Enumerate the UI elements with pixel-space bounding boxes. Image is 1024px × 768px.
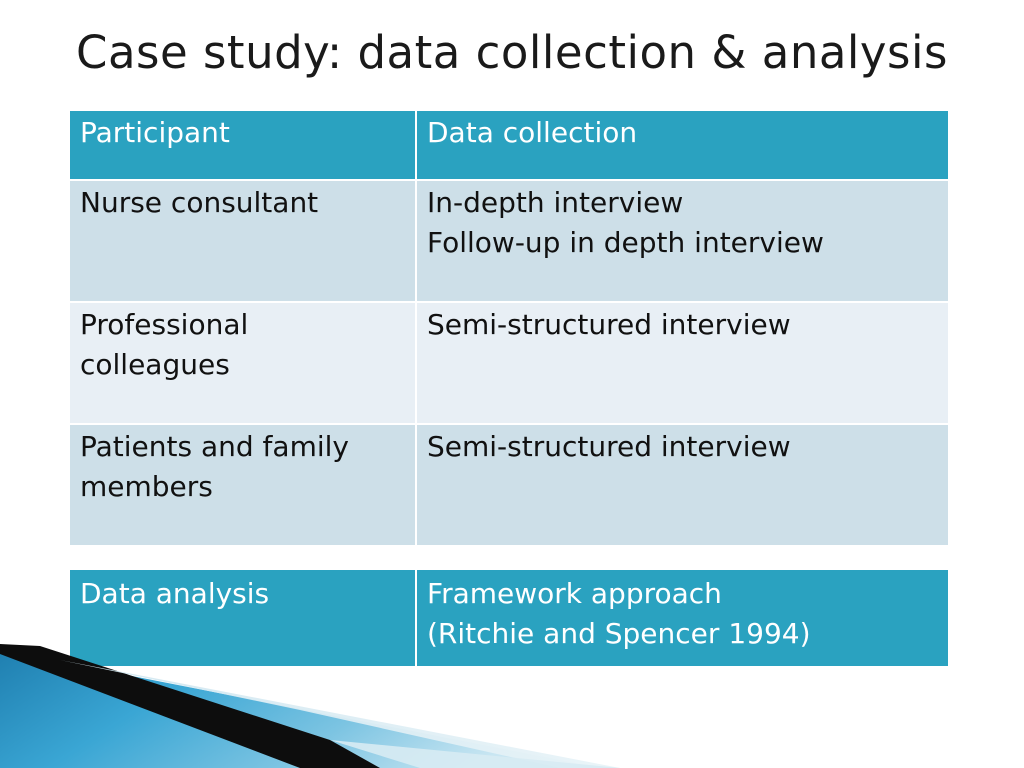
slide-title: Case study: data collection & analysis (76, 26, 948, 79)
analysis-value-line: (Ritchie and Spencer 1994) (427, 617, 811, 650)
collection-line: Semi-structured interview (427, 308, 791, 341)
participant-line: colleagues (80, 348, 230, 381)
analysis-value-cell: Framework approach (Ritchie and Spencer … (415, 568, 950, 668)
analysis-label: Data analysis (68, 568, 417, 668)
header-participant: Participant (68, 109, 417, 181)
table-row: Professional colleagues Semi-structured … (68, 301, 950, 425)
collection-line: Semi-structured interview (427, 430, 791, 463)
analysis-table: Data analysis Framework approach (Ritchi… (68, 568, 950, 668)
participant-cell: Professional colleagues (68, 301, 417, 425)
participant-line: Nurse consultant (80, 186, 319, 219)
participant-cell: Nurse consultant (68, 179, 417, 303)
table-header-row: Participant Data collection (68, 109, 950, 181)
participant-line: Professional (80, 308, 249, 341)
table-row: Patients and family members Semi-structu… (68, 423, 950, 547)
collection-line: In-depth interview (427, 186, 684, 219)
collection-line: Follow-up in depth interview (427, 226, 824, 259)
collection-cell: Semi-structured interview (415, 301, 950, 425)
collection-cell: Semi-structured interview (415, 423, 950, 547)
participant-cell: Patients and family members (68, 423, 417, 547)
analysis-value-line: Framework approach (427, 577, 722, 610)
decorative-swoosh (0, 644, 620, 768)
header-data-collection: Data collection (415, 109, 950, 181)
participant-line: Patients and family (80, 430, 349, 463)
table-row: Data analysis Framework approach (Ritchi… (68, 568, 950, 668)
participant-line: members (80, 470, 213, 503)
table-row: Nurse consultant In-depth interview Foll… (68, 179, 950, 303)
participants-table: Participant Data collection Nurse consul… (68, 109, 950, 547)
collection-cell: In-depth interview Follow-up in depth in… (415, 179, 950, 303)
